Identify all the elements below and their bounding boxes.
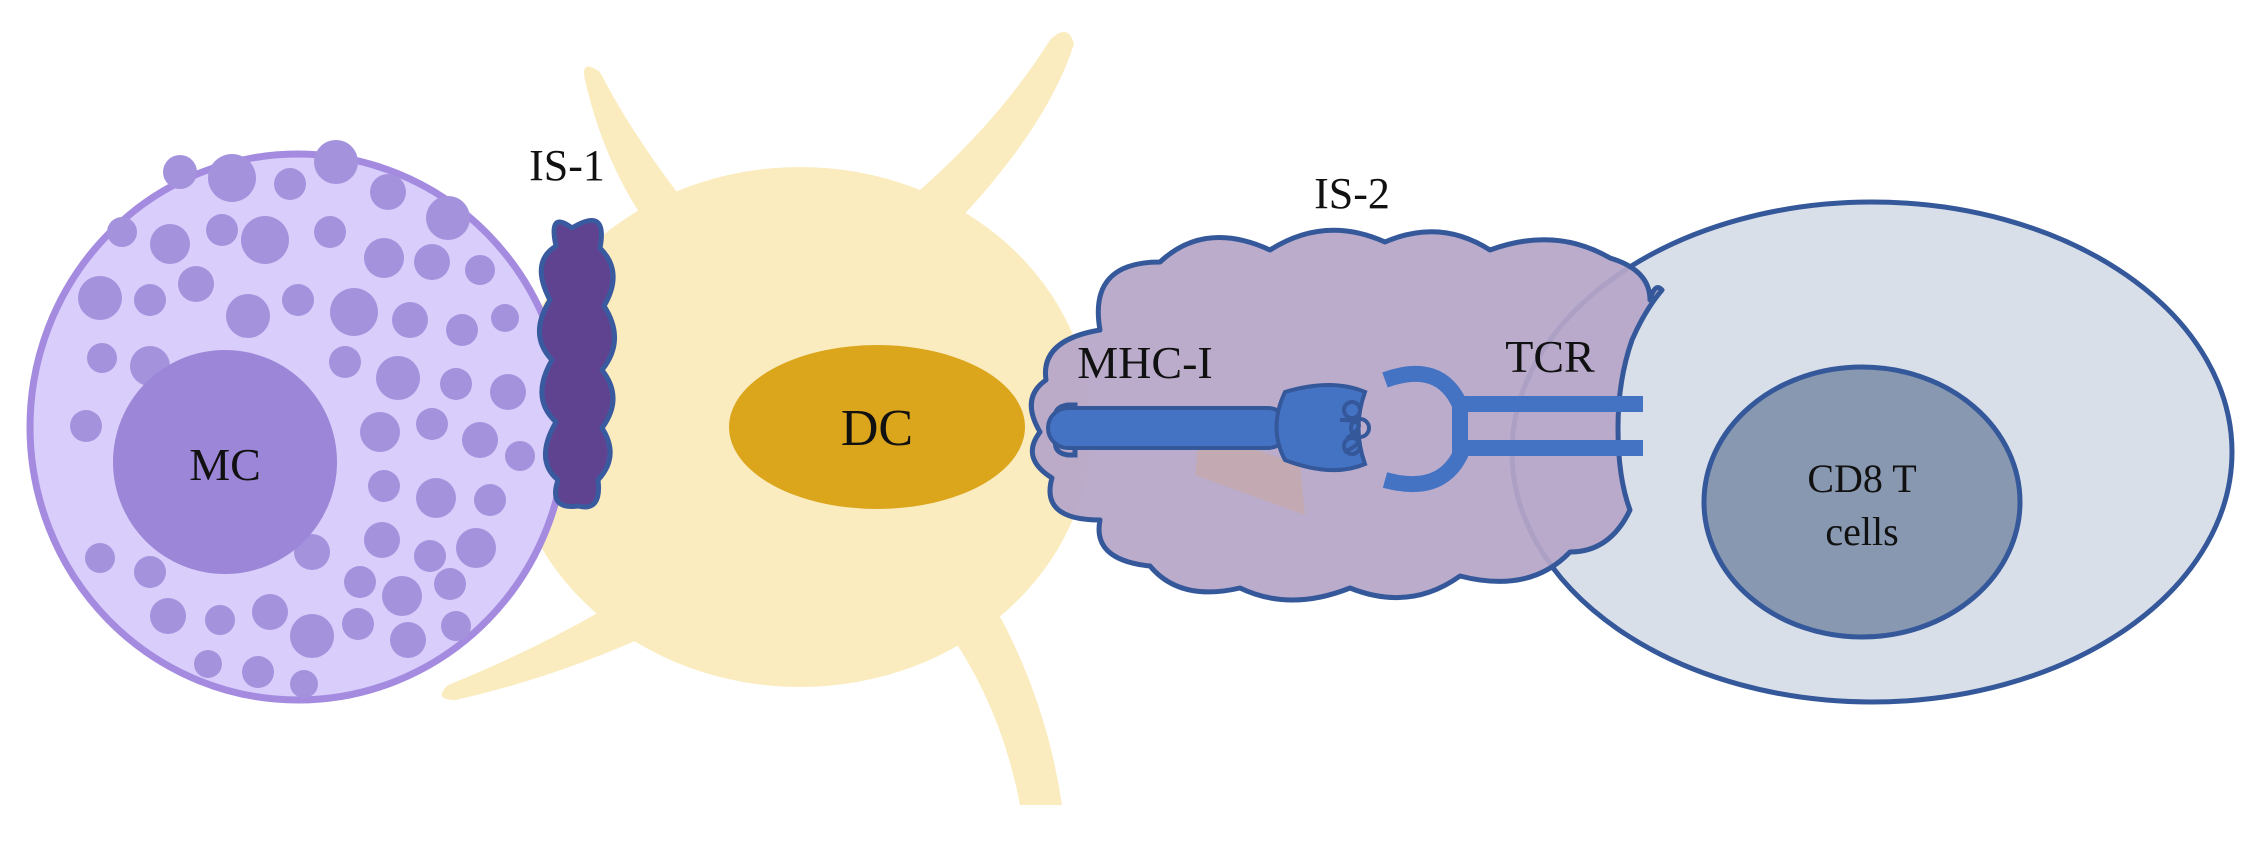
mc-granule	[206, 214, 238, 246]
mc-granule	[456, 528, 496, 568]
mc-granule	[434, 568, 466, 600]
t-cell-nucleus	[1701, 364, 2023, 640]
t-cell-label-line1: CD8 T	[1807, 456, 1916, 501]
mc-granule	[376, 356, 420, 400]
mhc-i-molecule: MHC-I	[1046, 337, 1371, 473]
dc-dendrite-top-right	[890, 31, 1074, 246]
mc-granule	[205, 605, 235, 635]
mc-granule	[134, 284, 166, 316]
mc-granule	[85, 543, 115, 573]
tcr-receptor: TCR	[1382, 331, 1643, 493]
mc-granule	[290, 670, 318, 698]
tcr-chain-beta	[1455, 440, 1643, 456]
is2-label: IS-2	[1314, 169, 1390, 218]
t-cell-label-line2: cells	[1825, 509, 1898, 554]
mc-granule	[465, 255, 495, 285]
mc-granule	[78, 276, 122, 320]
mc-granule	[194, 650, 222, 678]
mc-granule	[364, 238, 404, 278]
mhc-i-label: MHC-I	[1077, 337, 1212, 388]
cd8-t-cell: CD8 T cells	[1509, 199, 2235, 705]
mc-granule	[107, 217, 137, 247]
dc-nucleus	[729, 345, 1025, 509]
peptide-icon	[1339, 400, 1371, 456]
mc-granule	[134, 556, 166, 588]
mc-granule	[241, 216, 289, 264]
mc-granule	[226, 294, 270, 338]
dc-dendrite-bottom-right	[940, 590, 1062, 805]
mc-granule	[290, 614, 334, 658]
mc-granule	[368, 470, 400, 502]
mc-granule	[178, 266, 214, 302]
mc-label: MC	[189, 439, 261, 490]
mc-granule	[163, 155, 197, 189]
is1-synapse-cluster	[537, 217, 617, 510]
mc-granule	[390, 622, 426, 658]
mc-granule	[414, 540, 446, 572]
mc-granules	[70, 140, 535, 698]
mc-granule	[416, 408, 448, 440]
mhc-stalk	[1046, 406, 1290, 450]
mc-granule	[150, 598, 186, 634]
mc-granule	[252, 594, 288, 630]
mc-granule	[274, 168, 306, 200]
mc-granule	[416, 478, 456, 518]
mc-granule	[344, 566, 376, 598]
mc-granule	[370, 174, 406, 210]
mc-granule	[414, 244, 450, 280]
mc-granule	[426, 196, 470, 240]
mc-granule	[490, 374, 526, 410]
mc-granule	[342, 608, 374, 640]
mc-granule	[440, 368, 472, 400]
is1-label: IS-1	[529, 141, 605, 190]
mc-nucleus	[113, 350, 337, 574]
is2-diagonal-shadow	[1195, 430, 1305, 515]
mc-granule	[329, 346, 361, 378]
mc-granule	[392, 302, 428, 338]
mc-granule	[491, 304, 519, 332]
mc-granule	[364, 522, 400, 558]
mc-granule	[446, 314, 478, 346]
mc-granule	[314, 140, 358, 184]
mc-granule	[87, 343, 117, 373]
tcr-binding-arc	[1382, 365, 1468, 493]
mc-granule	[382, 576, 422, 616]
mast-cell: MC	[26, 140, 570, 704]
mc-granule	[314, 216, 346, 248]
dendritic-cell: DC	[441, 31, 1092, 805]
mc-granule	[282, 284, 314, 316]
dc-label: DC	[841, 400, 913, 457]
tcr-chain-alpha	[1455, 396, 1643, 412]
mc-granule	[505, 441, 535, 471]
mc-granule	[242, 656, 274, 688]
mc-granule	[441, 611, 471, 641]
mc-granule	[208, 154, 256, 202]
is1-synapse: IS-1	[529, 141, 617, 510]
mc-granule	[360, 412, 400, 452]
mc-granule	[330, 288, 378, 336]
mc-granule	[294, 534, 330, 570]
mc-granule	[150, 224, 190, 264]
mc-granule	[474, 484, 506, 516]
tcr-label: TCR	[1505, 331, 1595, 382]
mc-granule	[70, 410, 102, 442]
mc-granule	[462, 422, 498, 458]
